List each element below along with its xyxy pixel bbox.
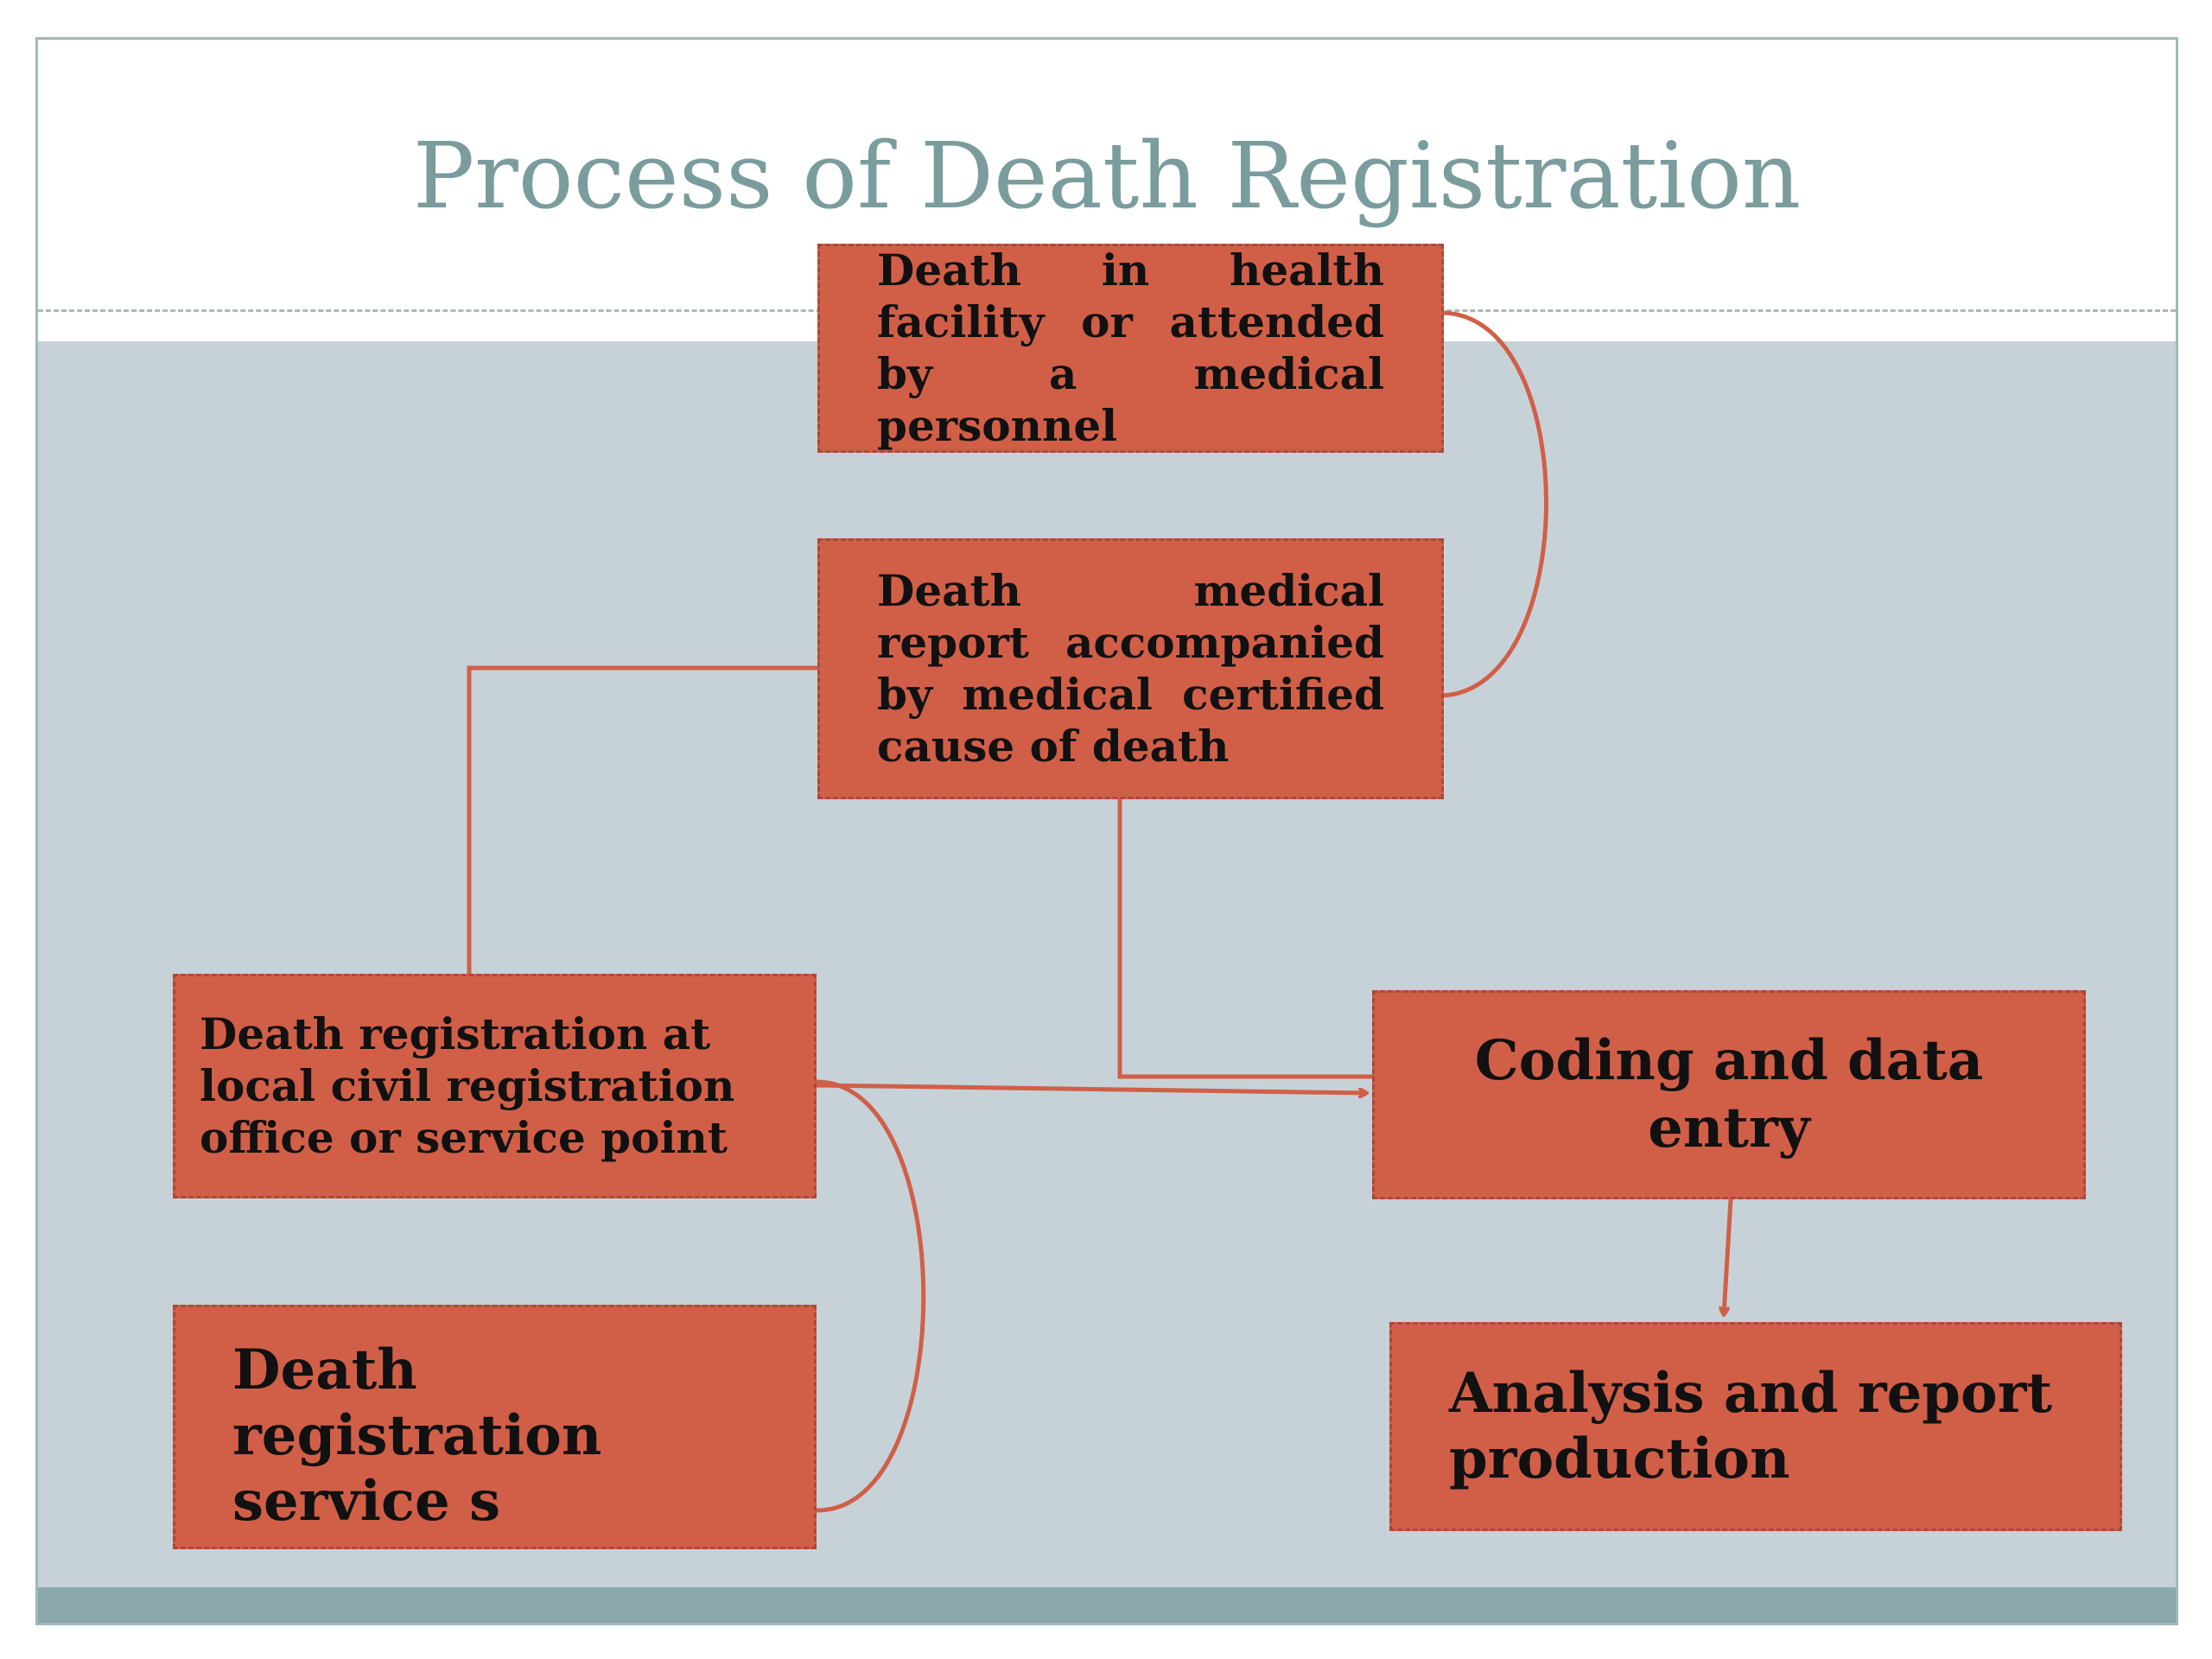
connector-curve-local-to-services	[816, 1079, 926, 1513]
connector-report-to-coding	[1117, 799, 1372, 1079]
connector-report-to-local-registration	[467, 665, 817, 974]
arrow-local-registration-to-coding	[816, 1083, 1367, 1093]
node-local-registration-text: Death registration at local civil regist…	[200, 1008, 735, 1163]
node-analysis-text: Analysis and report production	[1449, 1361, 2052, 1491]
connector-curve-facility-to-report	[1440, 310, 1548, 698]
node-health-facility: Death in health facility or attended by …	[817, 244, 1444, 453]
node-coding: Coding and data entry	[1372, 990, 2086, 1199]
node-coding-text: Coding and data entry	[1474, 1028, 1984, 1160]
node-health-facility-text: Death in health facility or attended by …	[877, 245, 1384, 451]
node-analysis: Analysis and report production	[1389, 1322, 2122, 1531]
node-local-registration: Death registration at local civil regist…	[173, 974, 817, 1198]
slide-title: Process of Death Registration	[412, 123, 1802, 229]
node-registration-services: Death registration service s	[173, 1305, 817, 1549]
node-medical-report: Death medical report accompanied by medi…	[817, 538, 1444, 799]
node-medical-report-text: Death medical report accompanied by medi…	[877, 565, 1384, 772]
node-registration-services-text: Death registration service s	[232, 1338, 602, 1534]
arrow-coding-to-analysis	[1724, 1198, 1733, 1315]
footer-band	[38, 1587, 2176, 1623]
